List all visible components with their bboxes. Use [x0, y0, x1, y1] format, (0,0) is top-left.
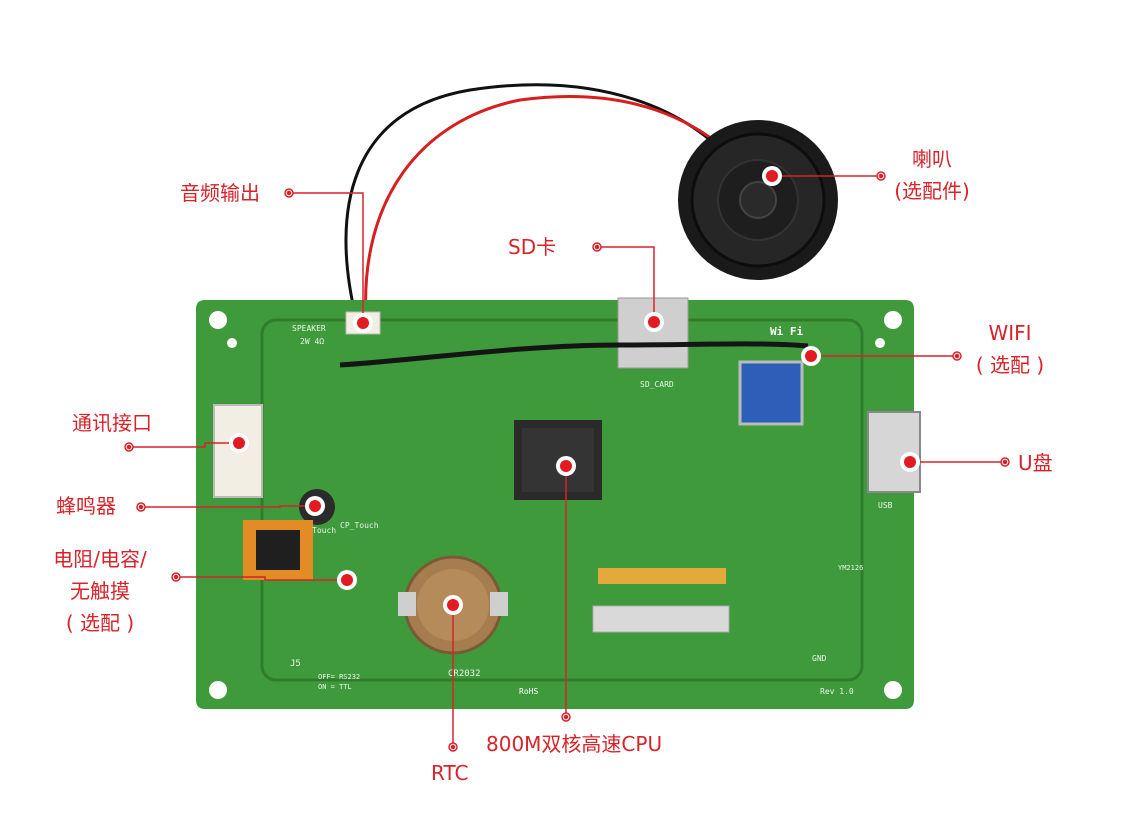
- wifi-target: [801, 346, 821, 366]
- sd-card-label: SD卡: [508, 235, 557, 259]
- comm-port-target: [229, 433, 249, 453]
- comm-port-leader: [129, 442, 239, 448]
- battery-silkscreen: CR2032: [448, 669, 481, 679]
- uart-mode-silkscreen-2: ON = TTL: [318, 683, 352, 691]
- rtc-label: RTC: [431, 761, 469, 785]
- label-dots: [124, 171, 1010, 752]
- board-id-silkscreen: YM2126: [838, 564, 863, 572]
- touch-silkscreen: Touch: [312, 526, 336, 535]
- sd-card-target: [644, 312, 664, 332]
- buzzer-target: [305, 496, 325, 516]
- speaker-silkscreen: SPEAKER: [292, 324, 326, 333]
- buzzer-leader: [142, 505, 315, 508]
- cpu-label: 800M双核高速CPU: [486, 732, 663, 756]
- speaker-label-1: 喇叭: [912, 147, 952, 171]
- speaker-wires: [344, 83, 747, 319]
- sd-card-silkscreen: SD_CARD: [640, 380, 674, 389]
- wifi-label-1: WIFI: [988, 321, 1032, 345]
- rohs-silkscreen: RoHS: [519, 687, 538, 696]
- cp-touch-silkscreen: CP_Touch: [340, 521, 379, 530]
- usb-disk-target: [900, 452, 920, 472]
- usb-silkscreen: USB: [878, 501, 893, 510]
- target-markers: [229, 166, 920, 615]
- resistor-cap-target: [337, 570, 357, 590]
- speaker-label-2: (选配件): [894, 179, 970, 203]
- gnd-silkscreen: GND: [812, 654, 827, 663]
- audio-out-label: 音频输出: [180, 181, 260, 205]
- usb-disk-label: U盘: [1018, 451, 1053, 475]
- comm-port-label: 通讯接口: [72, 411, 152, 435]
- rtc-target: [443, 595, 463, 615]
- wifi-logo-silkscreen: Wi Fi: [770, 325, 803, 338]
- sd-card-leader: [598, 246, 655, 322]
- resistor-cap-label-1: 电阻/电容/: [53, 547, 147, 571]
- speaker-spec-silkscreen: 2W 4Ω: [300, 337, 324, 346]
- audio-out-leader: [293, 192, 364, 322]
- callout-lines: [129, 175, 1003, 747]
- wifi-label-2: ( 选配 ): [975, 353, 1045, 377]
- speaker-target: [762, 166, 782, 186]
- resistor-cap-label-3: ( 选配 ): [65, 611, 135, 635]
- rev-silkscreen: Rev 1.0: [820, 687, 854, 696]
- uart-mode-silkscreen-1: OFF= RS232: [318, 673, 360, 681]
- audio-out-target: [353, 313, 373, 333]
- resistor-cap-label-2: 无触摸: [70, 579, 130, 603]
- resistor-cap-leader: [176, 576, 347, 581]
- buzzer-label: 蜂鸣器: [56, 494, 116, 518]
- speaker: [678, 120, 838, 280]
- j5-silkscreen: J5: [290, 659, 301, 669]
- cpu-target: [556, 456, 576, 476]
